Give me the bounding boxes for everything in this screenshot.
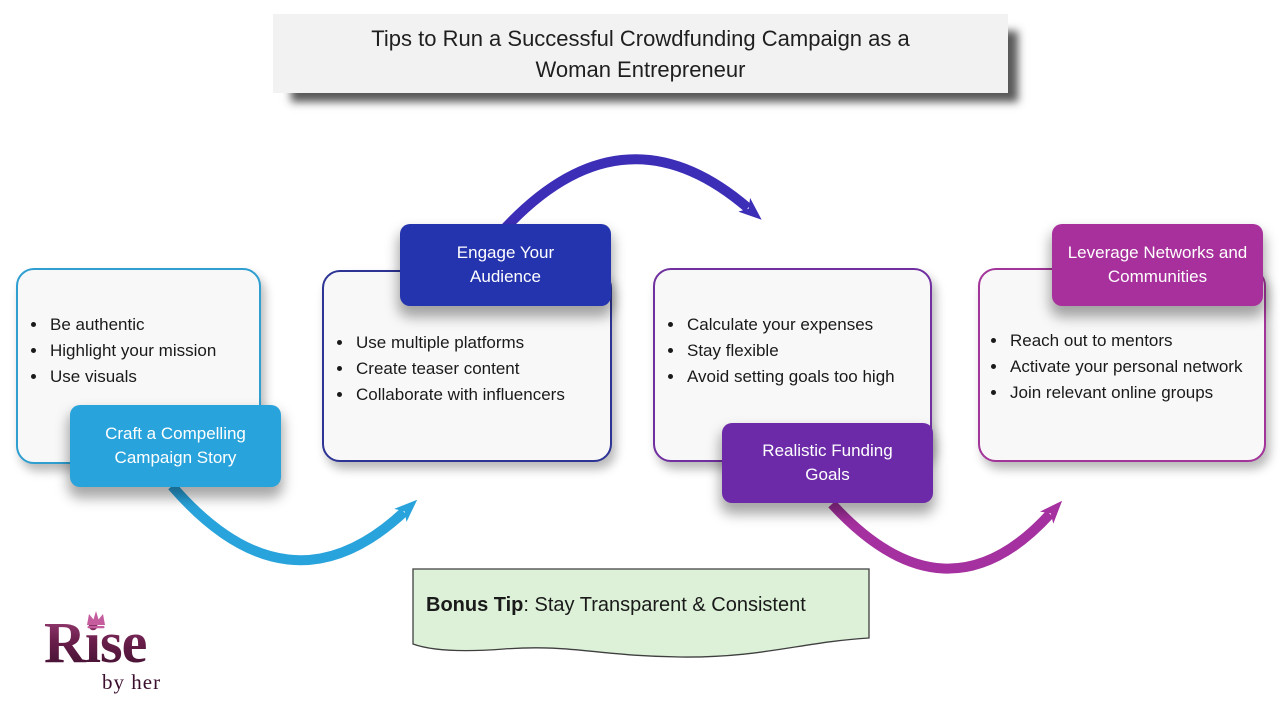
bullet-list: Use multiple platforms Create teaser con… xyxy=(324,272,610,408)
wave-shape xyxy=(412,568,870,658)
title-banner: Tips to Run a Successful Crowdfunding Ca… xyxy=(273,14,1008,93)
bullet-item: Use visuals xyxy=(48,364,253,390)
bonus-tip-text: Bonus Tip: Stay Transparent & Consistent xyxy=(426,594,806,617)
tip-label-networks-communities: Leverage Networks and Communities xyxy=(1052,224,1263,306)
bullet-list: Reach out to mentors Activate your perso… xyxy=(980,270,1264,406)
bonus-tip-ribbon: Bonus Tip: Stay Transparent & Consistent xyxy=(412,568,870,668)
bullet-item: Join relevant online groups xyxy=(1008,380,1256,406)
tip-label-engage-audience: Engage Your Audience xyxy=(400,224,611,306)
bullet-list: Be authentic Highlight your mission Use … xyxy=(18,270,259,390)
tip-label-funding-goals: Realistic Funding Goals xyxy=(722,423,933,503)
bullet-item: Reach out to mentors xyxy=(1008,328,1256,354)
bonus-tip-rest: : Stay Transparent & Consistent xyxy=(523,594,806,616)
title-line: Woman Entrepreneur xyxy=(535,56,746,82)
bullet-item: Create teaser content xyxy=(354,356,580,382)
arrow-story-to-engage xyxy=(168,482,418,566)
bullet-item: Collaborate with influencers xyxy=(354,382,580,408)
bullet-item: Highlight your mission xyxy=(48,338,253,364)
bullet-item: Be authentic xyxy=(48,312,253,338)
title-line: Tips to Run a Successful Crowdfunding Ca… xyxy=(371,25,910,51)
logo-tagline-text: by her xyxy=(102,670,162,694)
arrow-goals-to-networks xyxy=(828,500,1063,574)
wave-shape-path xyxy=(412,568,870,658)
rise-by-her-logo: Rise by her xyxy=(40,611,200,702)
tip-label-campaign-story: Craft a Compelling Campaign Story xyxy=(70,405,281,487)
bullet-item: Stay flexible xyxy=(685,338,922,364)
bullet-item: Calculate your expenses xyxy=(685,312,922,338)
bullet-item: Activate your personal network xyxy=(1008,354,1256,380)
bullet-item: Avoid setting goals too high xyxy=(685,364,922,390)
bonus-tip-label: Bonus Tip xyxy=(426,594,524,616)
bullet-list: Calculate your expenses Stay flexible Av… xyxy=(655,270,930,390)
bullet-item: Use multiple platforms xyxy=(354,330,580,356)
crown-icon xyxy=(87,611,105,629)
